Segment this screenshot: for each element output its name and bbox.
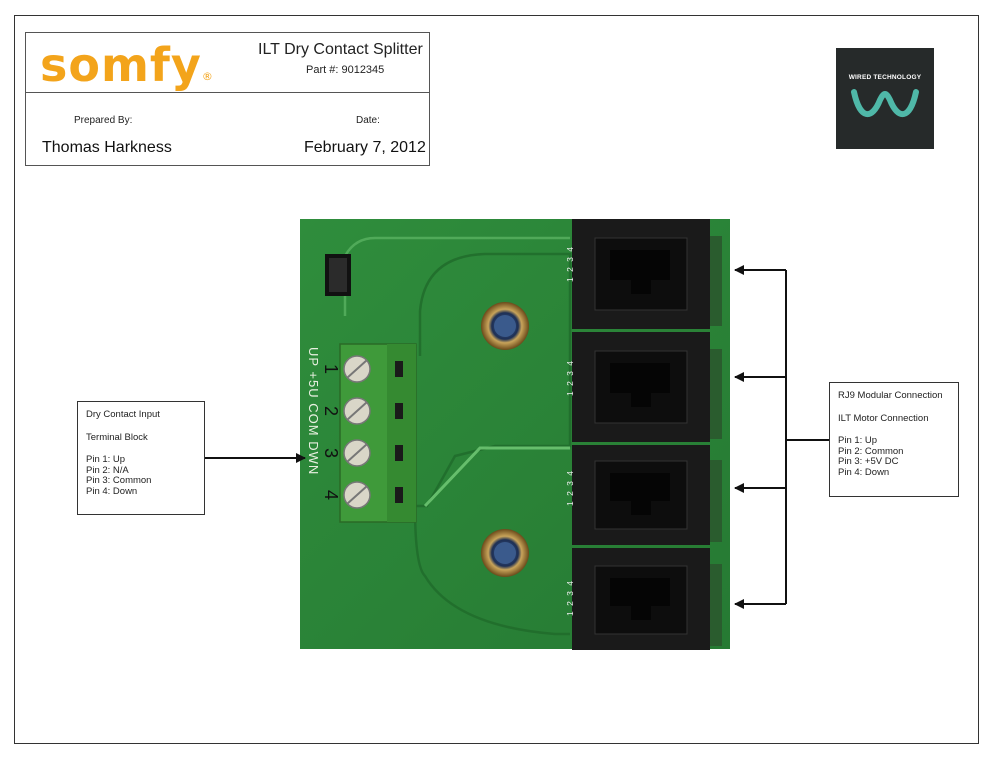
terminal-number-4: 4	[321, 490, 341, 500]
terminal-number-2: 2	[321, 406, 341, 416]
silkscreen-label: UP +5U COM DWN	[306, 347, 321, 475]
terminal-number-1: 1	[321, 364, 341, 374]
prepared-by-value: Thomas Harkness	[42, 139, 172, 156]
terminal-block	[339, 343, 417, 523]
right-pin-4: Pin 4: Down	[838, 466, 890, 478]
rj9-title: RJ9 Modular Connection	[838, 390, 943, 401]
rj9-callout: RJ9 Modular Connection ILT Motor Connect…	[829, 382, 959, 497]
pcb-board: 1 2 3 4 UP +5U COM DWN	[300, 219, 730, 650]
prepared-by-label: Prepared By:	[74, 115, 133, 126]
drawing-frame	[14, 15, 979, 744]
title-block-divider	[26, 92, 429, 93]
date-label: Date:	[356, 115, 380, 126]
jack-3-pin-label: 1 2 3 4	[565, 470, 575, 507]
left-pin-4: Pin 4: Down	[86, 485, 138, 497]
right-pin-1: Pin 1: Up	[838, 435, 878, 446]
wave-w-icon	[851, 89, 919, 117]
somfy-logo-text: somfy	[40, 38, 202, 92]
rj9-jacks	[572, 219, 722, 650]
left-pin-1: Pin 1: Up	[86, 454, 126, 465]
product-title: ILT Dry Contact Splitter	[258, 41, 423, 58]
somfy-logo: somfy®	[40, 37, 214, 93]
terminal-number-3: 3	[321, 448, 341, 458]
jack-4-pin-label: 1 2 3 4	[565, 580, 575, 617]
wired-technology-logo: WIRED TECHNOLOGY	[836, 48, 934, 149]
wired-technology-text: WIRED TECHNOLOGY	[848, 74, 922, 81]
part-number: Part #: 9012345	[306, 64, 385, 76]
jack-2-pin-label: 1 2 3 4	[565, 360, 575, 397]
registered-mark: ®	[201, 70, 214, 83]
right-pin-2: Pin 2: Common	[838, 445, 904, 457]
right-pin-3: Pin 3: +5V DC	[838, 456, 899, 467]
dry-contact-callout: Dry Contact Input Terminal Block Pin 1: …	[77, 401, 205, 515]
ilt-motor-subtitle: ILT Motor Connection	[838, 412, 929, 424]
jack-1-pin-label: 1 2 3 4	[565, 246, 575, 283]
date-value: February 7, 2012	[304, 139, 426, 156]
terminal-block-subtitle: Terminal Block	[86, 431, 148, 443]
title-block: somfy® ILT Dry Contact Splitter Part #: …	[25, 32, 430, 166]
left-pin-2: Pin 2: N/A	[86, 464, 129, 476]
left-pin-3: Pin 3: Common	[86, 475, 152, 486]
dry-contact-title: Dry Contact Input	[86, 409, 160, 420]
